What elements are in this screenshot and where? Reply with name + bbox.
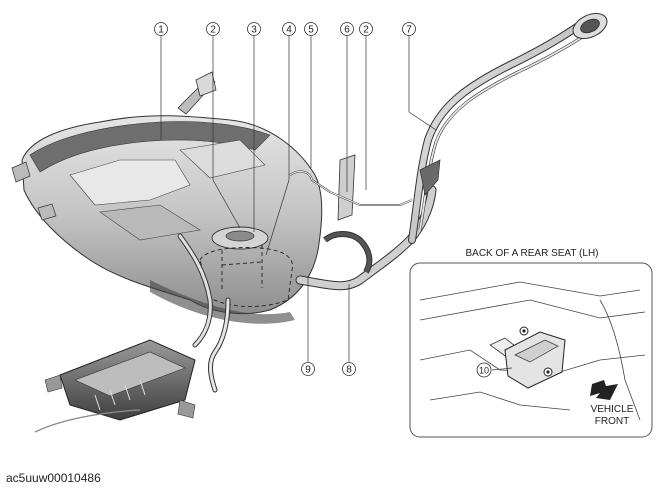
callout-6: 6 <box>340 22 354 36</box>
charcoal-canister <box>34 339 196 433</box>
svg-text:2: 2 <box>363 25 369 36</box>
callout-10: 10 <box>476 362 492 378</box>
callout-4: 4 <box>282 22 296 36</box>
svg-text:7: 7 <box>406 25 412 36</box>
fuel-filler-pipe <box>408 12 608 244</box>
svg-text:4: 4 <box>286 25 292 36</box>
callout-8: 8 <box>342 362 356 376</box>
svg-text:8: 8 <box>346 365 352 376</box>
figure-code: ac5uuw00010486 <box>6 471 101 485</box>
fuel-tank <box>11 71 356 324</box>
vehicle-front-label-line2: FRONT <box>594 416 630 427</box>
callout-9: 9 <box>301 362 315 376</box>
inset-title: BACK OF A REAR SEAT (LH) <box>465 248 599 259</box>
callouts: 1 2 3 4 5 6 2 7 <box>154 22 492 378</box>
callout-3: 3 <box>247 22 261 36</box>
svg-text:10: 10 <box>479 366 489 376</box>
inset-panel <box>409 262 653 438</box>
callout-7: 7 <box>402 22 416 36</box>
callout-5: 5 <box>304 22 318 36</box>
svg-text:5: 5 <box>308 25 314 36</box>
vehicle-front-label-line1: VEHICLE <box>590 404 634 415</box>
callout-2-secondary: 2 <box>359 22 373 36</box>
svg-text:9: 9 <box>305 365 311 376</box>
vehicle-front-arrow-icon <box>590 380 618 400</box>
vehicle-front-label: VEHICLE FRONT <box>582 404 642 428</box>
callout-1: 1 <box>154 22 168 36</box>
svg-text:2: 2 <box>210 25 216 36</box>
svg-text:3: 3 <box>251 25 257 36</box>
callout-2: 2 <box>206 22 220 36</box>
leader-lines <box>160 36 513 371</box>
svg-text:6: 6 <box>344 25 350 36</box>
svg-text:1: 1 <box>158 25 164 36</box>
